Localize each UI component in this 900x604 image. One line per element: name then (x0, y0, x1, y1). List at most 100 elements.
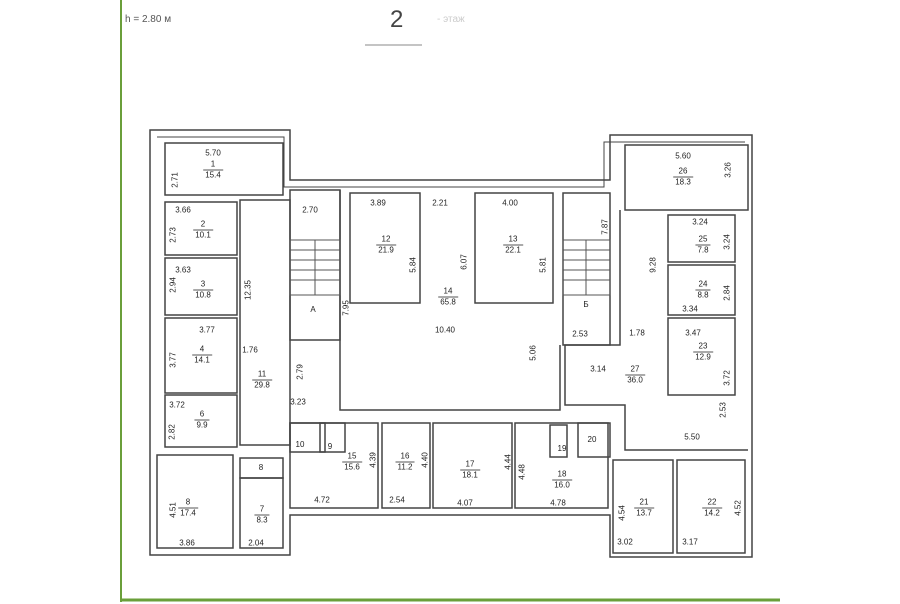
room-area: 17.4 (178, 507, 198, 518)
dimension-label: 5.50 (684, 432, 700, 442)
dimension-label: 3.17 (682, 537, 698, 547)
dimension-label: 2.71 (170, 172, 180, 188)
floor-number: 2 (390, 6, 404, 33)
room-area: 15.6 (342, 461, 362, 472)
room-label: Б (583, 300, 588, 310)
staircase-b (562, 239, 611, 296)
dimension-label: 4.48 (517, 464, 527, 480)
dimension-label: 2.70 (302, 205, 318, 215)
room-number: 17 (465, 459, 475, 469)
room-number: 8 (185, 497, 191, 507)
dimension-label: 2.54 (389, 495, 405, 505)
dimension-label: 4.44 (503, 454, 513, 470)
dimension-label: 3.24 (692, 217, 708, 227)
dimension-label: 4.00 (502, 198, 518, 208)
room-area: 10.1 (193, 229, 213, 240)
dimension-label: 2.94 (168, 277, 178, 293)
room-number: 9 (327, 442, 333, 451)
room-number: 3 (200, 279, 206, 289)
dimension-label: 10.40 (434, 325, 456, 335)
dimension-label: 2.82 (167, 424, 177, 440)
room-area: 13.7 (634, 507, 654, 518)
room-area: 14.2 (702, 507, 722, 518)
dimension-label: 2.21 (432, 198, 448, 208)
dimension-label: 2.04 (248, 538, 264, 548)
room-area: 65.8 (438, 296, 458, 307)
dimension-label: 12.35 (243, 279, 253, 301)
room-number: 2 (200, 219, 206, 229)
room-label: 19 (558, 444, 567, 454)
room-number: 12 (381, 234, 391, 244)
dimension-label: 3.86 (179, 538, 195, 548)
room-number: 27 (630, 364, 640, 374)
ceiling-height-label: h = 2.80 м (125, 14, 172, 25)
room-number: 18 (557, 469, 567, 479)
room-number: 23 (698, 341, 708, 351)
dimension-label: 3.72 (722, 370, 732, 386)
room-area: 18.3 (673, 176, 693, 187)
room-area: 18.1 (460, 469, 480, 480)
walls (149, 129, 753, 558)
room-number: Б (583, 300, 589, 309)
dimension-label: 4.78 (550, 498, 566, 508)
dimension-label: 3.24 (722, 234, 732, 250)
dimension-label: 3.72 (169, 400, 185, 410)
room-label: 8 (259, 463, 263, 473)
room-number: 1 (210, 159, 216, 169)
room-number: 7 (259, 504, 265, 514)
dimension-label: 6.07 (459, 254, 469, 270)
room-number: 16 (400, 451, 410, 461)
room-number: 21 (639, 497, 649, 507)
dimension-label: 3.66 (175, 205, 191, 215)
room-number: 20 (587, 435, 597, 444)
dimension-label: 7.95 (341, 300, 351, 316)
room-label: 9 (328, 442, 332, 452)
dimension-label: 3.63 (175, 265, 191, 275)
room-area: 14.1 (192, 354, 212, 365)
dimension-label: 3.77 (168, 352, 178, 368)
room-label: 20 (588, 435, 597, 445)
room-number: 15 (347, 451, 357, 461)
dimension-label: 4.72 (314, 495, 330, 505)
dimension-label: 3.23 (290, 397, 306, 407)
dimension-label: 3.02 (617, 537, 633, 547)
dimension-label: 5.60 (675, 151, 691, 161)
dimension-label: 4.07 (457, 498, 473, 508)
dimension-label: 2.53 (572, 329, 588, 339)
room-number: 24 (698, 279, 708, 289)
room-area: 8.3 (254, 514, 270, 525)
staircase-a (289, 239, 341, 296)
room-area: 7.8 (695, 244, 711, 255)
room-area: 36.0 (625, 374, 645, 385)
room-area: 11.2 (395, 461, 415, 472)
dimension-label: 2.73 (168, 227, 178, 243)
dimension-label: 4.40 (420, 452, 430, 468)
dimension-label: 4.54 (617, 505, 627, 521)
room-area: 8.8 (695, 289, 711, 300)
room-number: 19 (557, 444, 567, 453)
dimension-label: 2.84 (722, 285, 732, 301)
room-area: 22.1 (503, 244, 523, 255)
room-number: 6 (199, 409, 205, 419)
room-label: А (310, 305, 315, 315)
dimension-label: 4.52 (733, 500, 743, 516)
floor-word: - этаж (437, 14, 465, 25)
room-area: 9.9 (194, 419, 210, 430)
